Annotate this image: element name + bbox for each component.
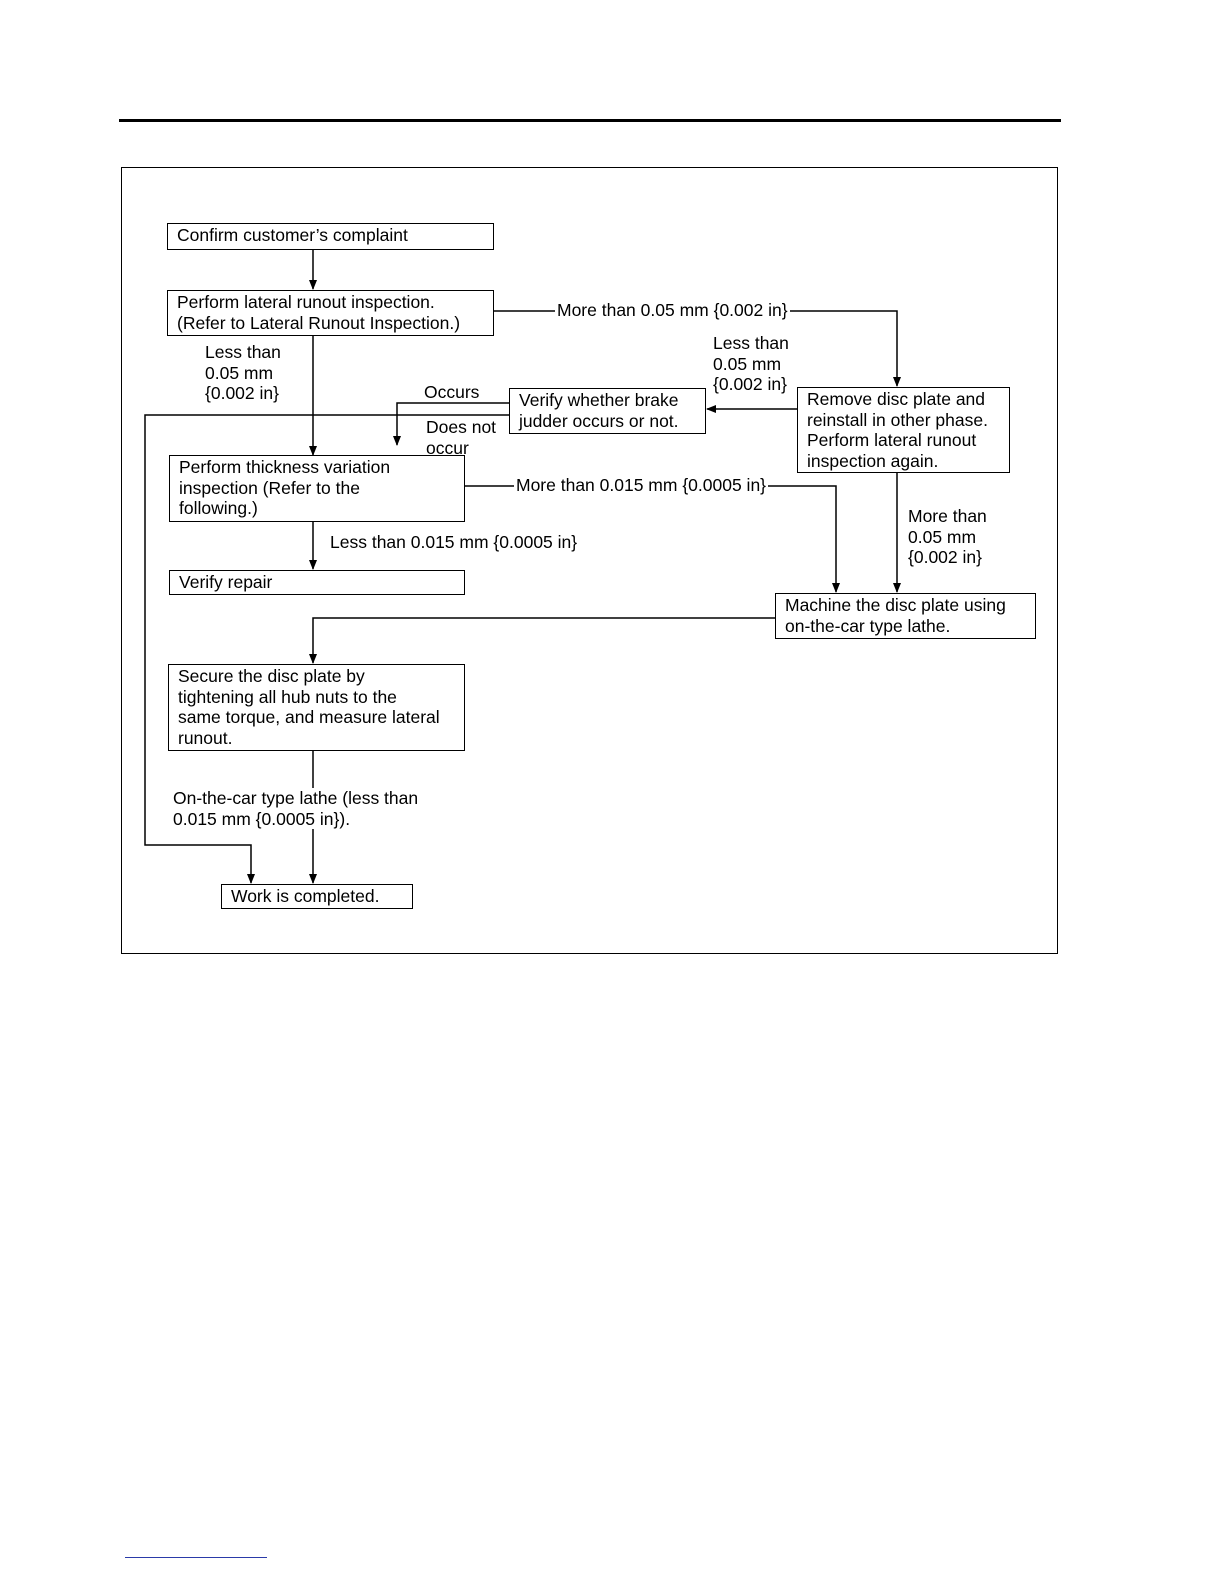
label-less-than-0015: Less than 0.015 mm {0.0005 in}: [330, 532, 578, 552]
edge-machine-secure: [309, 617, 775, 664]
label-less-than-005-right: Less than 0.05 mm {0.002 in}: [713, 333, 789, 394]
node-verify-repair: Verify repair: [169, 570, 465, 595]
edge-lateral-remove: [494, 310, 901, 387]
label-less-than-005-left: Less than 0.05 mm {0.002 in}: [205, 342, 281, 403]
node-thickness-variation: Perform thickness variation inspection (…: [169, 455, 465, 522]
label-lathe-note: On-the-car type lathe (less than 0.015 m…: [171, 788, 421, 829]
node-secure-disc-plate: Secure the disc plate by tightening all …: [168, 664, 465, 751]
node-remove-disc-plate: Remove disc plate and reinstall in other…: [797, 387, 1010, 473]
edge-verify-occurs: [144, 414, 509, 884]
node-lateral-runout-inspection: Perform lateral runout inspection. (Refe…: [167, 290, 494, 336]
node-verify-brake-judder: Verify whether brake judder occurs or no…: [509, 388, 706, 434]
node-work-completed: Work is completed.: [221, 884, 413, 909]
label-occurs: Occurs: [424, 382, 480, 402]
header-rule: [119, 119, 1061, 122]
node-confirm-complaint: Confirm customer’s complaint: [167, 223, 494, 250]
node-machine-disc-plate: Machine the disc plate using on-the-car …: [775, 593, 1036, 639]
label-does-not-occur: Does not occur: [426, 417, 497, 458]
label-more-than-005-right: More than 0.05 mm {0.002 in}: [908, 506, 987, 567]
edge-verify-doesnotoccur: [393, 402, 509, 446]
label-more-than-0015: More than 0.015 mm {0.0005 in}: [514, 475, 769, 496]
footer-link-underline: [125, 1557, 267, 1558]
label-more-than-005-top: More than 0.05 mm {0.002 in}: [555, 300, 790, 321]
figure-frame: [121, 167, 1058, 954]
